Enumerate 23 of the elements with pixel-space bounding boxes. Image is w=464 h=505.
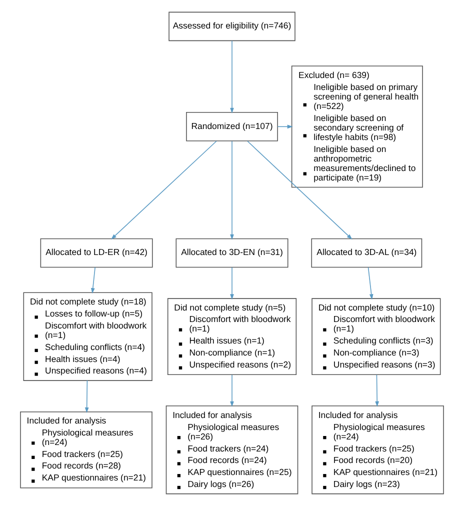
arrow [84,380,89,413]
arrow [90,266,96,294]
arrow [368,266,374,300]
node-box: Randomized (n=107) [186,112,278,141]
arrow [230,140,234,240]
node-box: Included for analysis Physiological measures (n=24) Food trackers (n=25) Food records (n=28) KAP questionnaires (n=21) [20,410,152,488]
arrow [111,140,217,239]
node-box: Did not complete study (n=10) Discomfort with bloodwork (n=1) Scheduling conflicts (n=3) Non-compliance (n=3) Unspecified reasons (n=3) [312,298,441,374]
node-box: Allocated to 3D-AL (n=34) [311,238,422,268]
node-box: Allocated to LD-ER (n=42) [40,238,153,268]
node-box: Assessed for eligibility (n=746) [168,11,296,41]
arrow [375,374,380,406]
node-box: Included for analysis Physiological measures (n=24) Food trackers (n=25) Food records (n=20) KAP questionnaires (n=21) Dairy logs (n=23) [312,405,444,494]
node-box: Allocated to 3D-EN (n=31) [176,238,288,268]
arrow [230,374,234,406]
arrow [230,266,234,300]
arrow [247,140,352,239]
arrow [230,40,234,113]
node-box: Included for analysis Physiological measures (n=26) Food trackers (n=24) Food records (n=24) KAP questionnaires (n=25) Dairy logs (n=26) [166,405,298,494]
node-box: Excluded (n= 639) Ineligible based on primary screening of general health (n=522) Ineligible based on secondary screening of lifestyle habits (n=98) Ineligible based on anthropometric measurements/declined to participate (n=19) [291,65,423,188]
node-box: Did not complete study (n=18) Losses to follow-up (n=5) Discomfort with bloodwork (n=1) Scheduling conflicts (n=4) Health issues (n=4) Unspecified reasons (n=4) [23,292,152,380]
arrow [277,124,293,128]
node-box: Did not complete study (n=5) Discomfort with bloodwork (n=1) Health issues (n=1) Non-compliance (n=1) Unspecified reasons (n=2) [167,298,297,374]
